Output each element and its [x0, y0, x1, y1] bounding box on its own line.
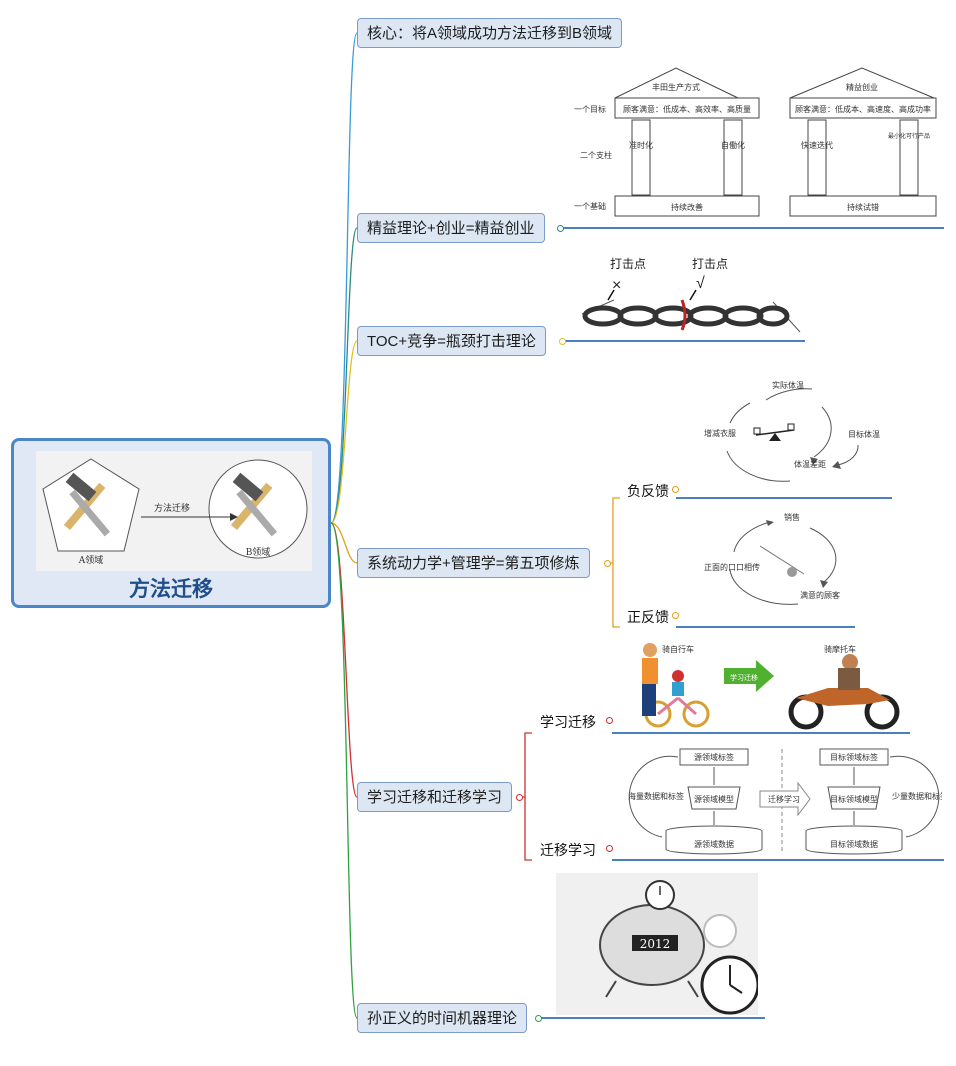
adult-child-figures-icon	[642, 643, 684, 716]
svg-text:正面的口口相传: 正面的口口相传	[704, 562, 760, 572]
svg-text:B领域: B领域	[246, 546, 271, 558]
topic-toc[interactable]: TOC+竞争=瓶颈打击理论	[357, 326, 546, 356]
svg-text:体温差距: 体温差距	[794, 459, 826, 469]
svg-text:一个基础: 一个基础	[574, 201, 606, 211]
svg-text:源领域标签: 源领域标签	[694, 752, 734, 762]
svg-text:丰田生产方式: 丰田生产方式	[652, 82, 700, 92]
collapse-toggle[interactable]	[604, 560, 611, 567]
svg-text:目标领域标签: 目标领域标签	[830, 752, 878, 762]
svg-text:A领域: A领域	[78, 554, 104, 566]
topic-fifth-discipline[interactable]: 系统动力学+管理学=第五项修炼	[357, 548, 590, 578]
subtopic-negative-feedback[interactable]: 负反馈	[627, 483, 669, 499]
central-topic-title: 方法迁移	[129, 578, 213, 601]
svg-text:2012: 2012	[640, 937, 671, 951]
time-machine-image: 2012	[556, 873, 758, 1015]
negative-feedback-loop-image: 实际体温 增减衣服 体温差距 目标体温	[704, 380, 880, 482]
central-topic[interactable]: 方法迁移 A领域 B领域 方法迁移	[11, 438, 331, 608]
collapse-toggle[interactable]	[672, 612, 679, 619]
svg-text:打击点: 打击点	[610, 257, 646, 271]
svg-text:快速迭代: 快速迭代	[801, 140, 833, 150]
svg-text:骑摩托车: 骑摩托车	[824, 644, 856, 654]
chain-links	[582, 305, 790, 327]
tools-transfer-illustration: 方法迁移 A领域 B领域	[42, 458, 308, 566]
svg-text:最小化可行产品: 最小化可行产品	[888, 132, 930, 140]
svg-text:打击点: 打击点	[692, 257, 728, 271]
svg-text:少量数据和标签: 少量数据和标签	[892, 791, 942, 801]
svg-text:源领域数据: 源领域数据	[694, 839, 734, 849]
topic-core[interactable]: 核心：将A领域成功方法迁移到B领域	[357, 18, 623, 48]
svg-text:自働化: 自働化	[721, 140, 745, 150]
collapse-toggle[interactable]	[535, 1015, 542, 1022]
svg-text:一个目标: 一个目标	[574, 104, 606, 114]
svg-text:持续改善: 持续改善	[671, 202, 703, 212]
svg-text:×: ×	[612, 277, 621, 294]
collapse-toggle[interactable]	[672, 486, 679, 493]
collapse-toggle[interactable]	[557, 225, 564, 232]
positive-feedback-loop-image: 销售 正面的口口相传 满意的顾客	[704, 512, 840, 605]
topic-learning-transfer[interactable]: 学习迁移和迁移学习	[357, 782, 513, 812]
svg-text:顾客满意：低成本、高效率、高质量: 顾客满意：低成本、高效率、高质量	[623, 104, 751, 114]
svg-text:持续试错: 持续试错	[847, 202, 879, 212]
subtopic-learning-transfer[interactable]: 学习迁移	[540, 714, 596, 730]
subtopic-positive-feedback[interactable]: 正反馈	[627, 609, 669, 625]
svg-text:迁移学习: 迁移学习	[768, 794, 800, 804]
svg-text:骑自行车: 骑自行车	[662, 644, 694, 654]
svg-text:目标领域模型: 目标领域模型	[830, 794, 878, 804]
svg-text:满意的顾客: 满意的顾客	[800, 590, 840, 600]
svg-text:二个支柱: 二个支柱	[580, 150, 612, 160]
svg-text:目标领域数据: 目标领域数据	[830, 839, 878, 849]
topic-time-machine[interactable]: 孙正义的时间机器理论	[357, 1003, 528, 1033]
svg-text:√: √	[696, 275, 705, 292]
collapse-toggle[interactable]	[559, 338, 566, 345]
svg-text:学习迁移: 学习迁移	[730, 673, 758, 682]
svg-text:增减衣服: 增减衣服	[704, 428, 736, 438]
svg-text:销售: 销售	[784, 512, 800, 522]
central-topic-image: 方法迁移 A领域 B领域	[36, 451, 312, 571]
collapse-toggle[interactable]	[606, 845, 613, 852]
svg-text:准时化: 准时化	[629, 140, 653, 150]
svg-text:实际体温: 实际体温	[772, 380, 804, 390]
motorcycle-icon	[788, 654, 900, 730]
lean-temples-image: 一个目标 二个支柱 一个基础 丰田生产方式 顾客满意：低成本、高效率、高质量 准…	[574, 67, 937, 217]
toc-chain-image: 打击点 打击点 × √	[581, 257, 801, 333]
topic-lean-startup[interactable]: 精益理论+创业=精益创业	[357, 213, 545, 243]
clock-icon	[703, 914, 737, 948]
svg-text:精益创业: 精益创业	[846, 82, 878, 92]
svg-text:顾客满意：低成本、高速度、高成功率: 顾客满意：低成本、高速度、高成功率	[795, 104, 931, 114]
svg-text:源领域模型: 源领域模型	[694, 794, 734, 804]
collapse-toggle[interactable]	[606, 717, 613, 724]
learning-transfer-image: 骑自行车 学习迁移 骑摩托车	[642, 643, 900, 730]
hammer-wrench-icon	[63, 472, 111, 537]
collapse-toggle[interactable]	[516, 794, 523, 801]
svg-text:方法迁移: 方法迁移	[154, 502, 190, 514]
svg-text:海量数据和标签: 海量数据和标签	[628, 791, 684, 801]
transfer-learning-image: 源领域标签 源领域模型 源领域数据 海量数据和标签 迁移学习 目标领域标签 目标…	[628, 748, 942, 855]
hammer-wrench-icon	[230, 472, 278, 537]
svg-text:目标体温: 目标体温	[848, 429, 880, 439]
subtopic-transfer-learning[interactable]: 迁移学习	[540, 842, 596, 858]
